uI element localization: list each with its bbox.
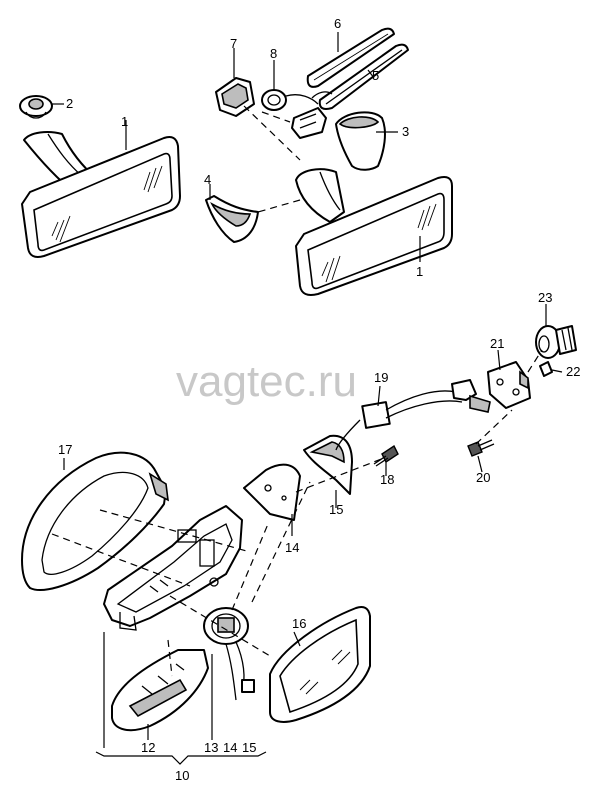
callout-14-plate: 14: [285, 540, 299, 555]
mirror-glass[interactable]: [269, 606, 371, 723]
callout-21: 21: [490, 336, 504, 351]
trim-cover[interactable]: [205, 195, 259, 243]
assembly-line-top-2: [261, 111, 291, 123]
assembly-line-3: [169, 595, 271, 657]
callout-14-bottom: 14: [223, 740, 237, 755]
leader-lines: [52, 32, 563, 765]
sensor[interactable]: [261, 89, 319, 111]
cover-strip[interactable]: [306, 27, 395, 88]
callout-19: 19: [374, 370, 388, 385]
mirror-base[interactable]: [103, 505, 243, 631]
callout-12: 12: [141, 740, 155, 755]
callout-13: 13: [204, 740, 218, 755]
callout-6: 6: [334, 16, 341, 31]
adjustment-motor[interactable]: [203, 607, 255, 701]
mirror-housing[interactable]: [21, 451, 169, 591]
callout-3: 3: [402, 124, 409, 139]
wiring-connector[interactable]: [335, 379, 491, 451]
callout-15-trim: 15: [329, 502, 343, 517]
callout-10: 10: [175, 768, 189, 783]
assembly-line-6: [167, 639, 173, 677]
callout-16: 16: [292, 616, 306, 631]
bracket[interactable]: [487, 361, 531, 409]
trim-piece[interactable]: [303, 434, 353, 495]
callout-1-top-right: 1: [416, 264, 423, 279]
callout-20: 20: [476, 470, 490, 485]
assembly-line-2: [99, 509, 251, 553]
callout-17: 17: [58, 442, 72, 457]
callout-2: 2: [66, 96, 73, 111]
assembly-line-1: [51, 533, 191, 587]
callout-18: 18: [380, 472, 394, 487]
callout-23: 23: [538, 290, 552, 305]
callouts: 1 2 1 3 4 5 6 7 8 17 16 14 15 18 19 20 2…: [58, 16, 580, 783]
assembly-line-4: [231, 523, 269, 611]
callout-8: 8: [270, 46, 277, 61]
mirror-cover[interactable]: [335, 111, 386, 171]
callout-15-bottom: 15: [242, 740, 256, 755]
assembly-line-top-1: [243, 105, 301, 161]
bulb[interactable]: [535, 325, 577, 359]
wiring-channel[interactable]: [318, 43, 409, 110]
retaining-clip[interactable]: [539, 361, 553, 377]
callout-22: 22: [566, 364, 580, 379]
assembly-line-top-3: [257, 199, 301, 213]
interior-mirror-right[interactable]: [295, 168, 453, 296]
callout-4: 4: [204, 172, 211, 187]
clip[interactable]: [215, 77, 255, 117]
callout-7: 7: [230, 36, 237, 51]
base-plate[interactable]: [243, 463, 301, 521]
lower-cover[interactable]: [111, 649, 209, 732]
mounting-cap[interactable]: [19, 95, 53, 119]
assembly-line-5: [251, 481, 311, 603]
callout-5: 5: [372, 68, 379, 83]
assembly-line-9: [527, 349, 543, 373]
callout-1-top-left: 1: [121, 114, 128, 129]
connector-top[interactable]: [291, 91, 333, 139]
assembly-line-8: [475, 409, 513, 445]
screw-lower[interactable]: [467, 439, 495, 457]
assembly-line-7: [295, 457, 385, 493]
interior-mirror-left[interactable]: [21, 131, 181, 258]
watermark: vagtec.ru: [176, 357, 357, 406]
